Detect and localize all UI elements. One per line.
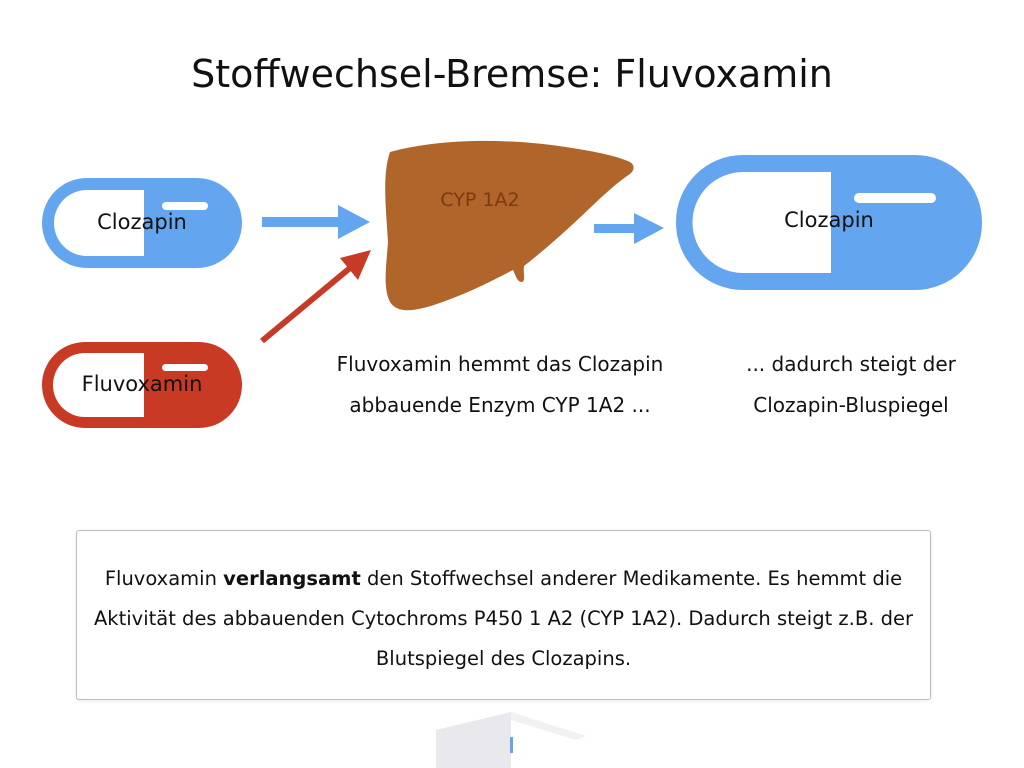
slide-title: Stoffwechsel-Bremse: Fluvoxamin [191,52,833,96]
info-box: Fluvoxamin verlangsamt den Stoffwechsel … [76,530,931,700]
capsule-icon [42,178,242,268]
caption-middle-line-1: Fluvoxamin hemmt das Clozapin [336,352,664,376]
caption-right: ... dadurch steigt der Clozapin-Bluspieg… [710,344,992,426]
caption-middle-line-2: abbauende Enzym CYP 1A2 ... [349,393,651,417]
fluvoxamin-capsule: Fluvoxamin [42,342,242,428]
blue-arrow-to-liver [262,205,370,239]
clozapin-capsule-small: Clozapin [42,178,242,268]
capsule-icon [676,155,982,290]
info-text-start: Fluvoxamin [104,567,224,590]
clozapin-label-large: Clozapin [784,208,874,232]
liver-icon [385,140,634,311]
decorative-box-shape [436,712,586,768]
caption-right-line-2: Clozapin-Bluspiegel [753,393,949,417]
info-text-bold: verlangsamt [223,567,361,590]
red-arrow-to-liver [260,250,371,344]
capsule-icon [42,342,242,428]
blue-arrow-to-large-capsule [594,213,664,244]
enzyme-label: CYP 1A2 [440,189,520,211]
caption-middle: Fluvoxamin hemmt das Clozapin abbauende … [300,344,700,426]
clozapin-capsule-large: Clozapin [676,155,982,290]
caption-right-line-1: ... dadurch steigt der [746,352,956,376]
clozapin-label-small: Clozapin [97,210,187,234]
info-text-end: den Stoffwechsel anderer Medikamente. Es… [93,567,914,670]
fluvoxamin-label: Fluvoxamin [81,372,203,396]
info-text: Fluvoxamin verlangsamt den Stoffwechsel … [87,559,920,679]
